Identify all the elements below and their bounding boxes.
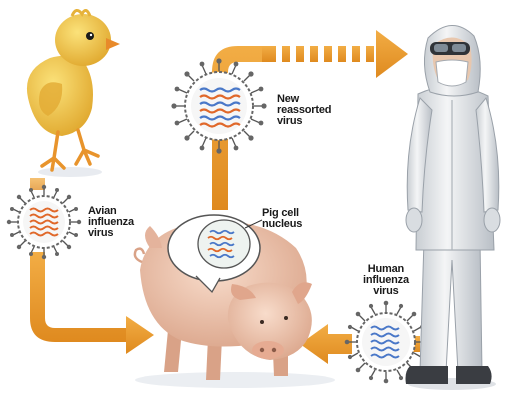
pig-nucleus-label-line: nucleus — [262, 219, 302, 230]
avian-virus-label: Avian influenza virus — [88, 206, 134, 239]
human-virus-label-line: virus — [363, 286, 409, 297]
new-virus-label: New reassorted virus — [277, 94, 331, 127]
human-in-protective-suit-icon — [406, 25, 501, 390]
avian-virus-label-line: virus — [88, 228, 134, 239]
reassorted-virus-icon — [171, 58, 266, 153]
avian-virus-icon — [7, 185, 81, 259]
human-virus-label: Human influenza virus — [363, 264, 409, 297]
new-virus-label-line: virus — [277, 116, 331, 127]
pig-nucleus-label: Pig cell nucleus — [262, 208, 302, 230]
chick-icon — [27, 10, 120, 177]
